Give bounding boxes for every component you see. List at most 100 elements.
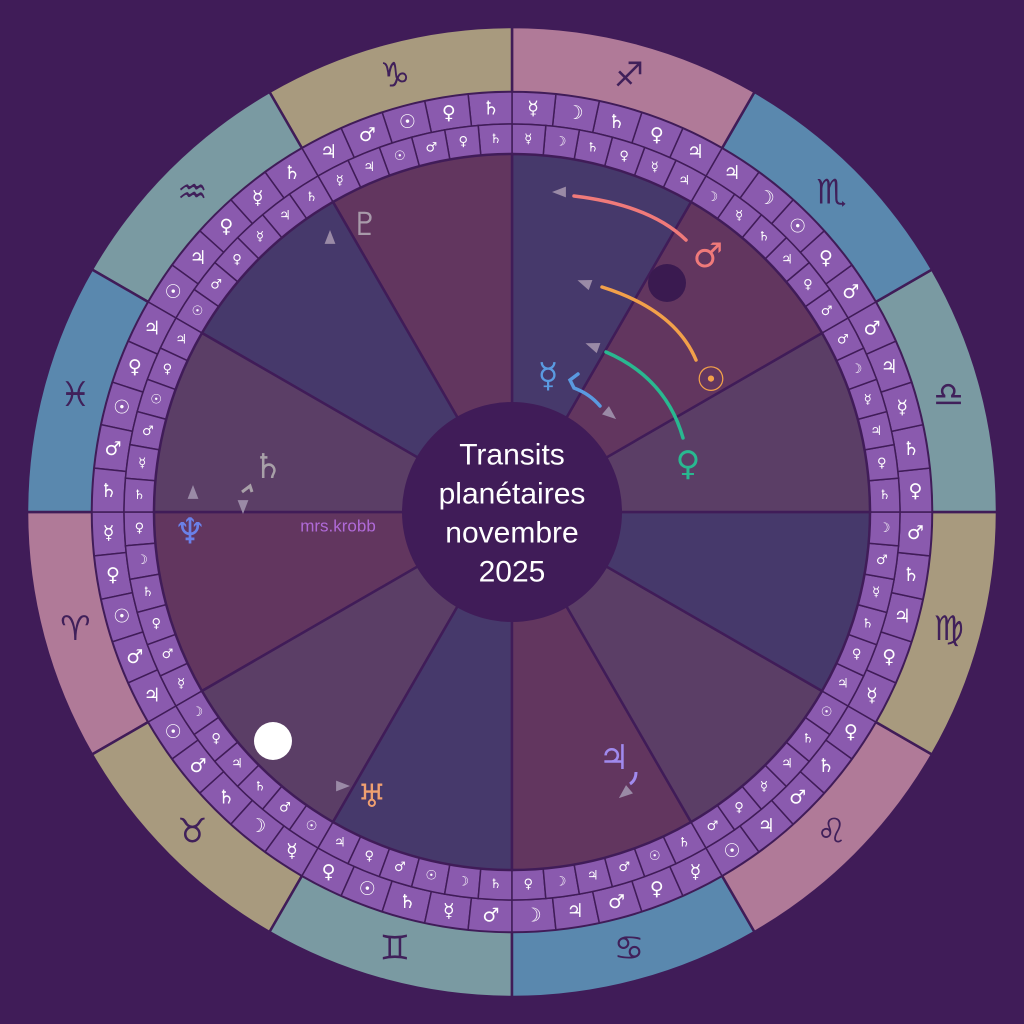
- planet-icon: ♂: [142, 424, 154, 439]
- zodiac-sign-ring: ♈♉♊♋♌♍♎♏♐♑♒♓: [25, 25, 999, 999]
- planet-icon: ♄: [490, 877, 502, 892]
- planet-icon: ♀: [151, 617, 161, 632]
- planet-icon: ♀: [882, 646, 896, 668]
- planet-icon: ♀: [852, 647, 862, 662]
- center-disc: Transits planétaires novembre 2025: [402, 402, 622, 622]
- saturn-transit-arc: [241, 483, 254, 494]
- planet-icon: ♄: [903, 438, 920, 460]
- jupiter-icon: ♃: [599, 738, 629, 778]
- planet-icon: ♄: [587, 140, 599, 155]
- planet-icon: ♃: [279, 209, 291, 224]
- title-line-2: planétaires: [439, 478, 586, 511]
- new-moon-icon: [648, 264, 686, 302]
- planet-icon: ☿: [872, 585, 880, 600]
- planet-icon: ♀: [619, 149, 629, 164]
- planet-icon: ☿: [896, 396, 908, 418]
- planet-icon: ☉: [821, 705, 833, 720]
- planet-icon: ♂: [425, 140, 437, 155]
- planet-icon: ♃: [758, 815, 775, 837]
- planet-icon: ☿: [336, 174, 344, 189]
- planet-icon: ☉: [306, 819, 318, 834]
- planet-icon: ☿: [760, 780, 768, 795]
- planet-icon: ♀: [219, 215, 233, 237]
- planet-icon: ♂: [707, 819, 719, 834]
- zodiac-sign-icon: ♑: [380, 55, 410, 95]
- zodiac-sign-icon: ♓: [60, 375, 90, 415]
- planet-icon: ♄: [758, 229, 770, 244]
- planet-icon: ♄: [142, 585, 154, 600]
- sun-transit-arc: [600, 285, 698, 362]
- planet-icon: ♄: [306, 190, 318, 205]
- uranus-icon: ♅: [358, 777, 387, 815]
- planet-icon: ☉: [113, 396, 130, 418]
- planet-icon: ♀: [819, 247, 833, 269]
- planet-icon: ♂: [359, 124, 376, 146]
- planet-icon: ♀: [524, 877, 534, 892]
- planet-icon: ☽: [525, 904, 542, 926]
- arrow-head: [324, 230, 336, 244]
- planet-icon: ♃: [781, 756, 793, 771]
- pluto-icon: ♇: [351, 205, 380, 243]
- planet-icon: ☉: [165, 721, 182, 743]
- planet-icon: ♃: [687, 141, 704, 163]
- planet-icon: ♂: [907, 522, 924, 544]
- planet-icon: ♀: [844, 721, 858, 743]
- planet-icon: ♀: [803, 277, 813, 292]
- zodiac-sign-icon: ♍: [933, 609, 963, 649]
- full-moon-icon: [254, 722, 292, 760]
- planet-icon: ♀: [442, 102, 456, 124]
- planet-icon: ♂: [126, 646, 143, 668]
- zodiac-sign-icon: ♏: [816, 172, 846, 212]
- zodiac-sign-icon: ♈: [60, 609, 90, 649]
- planet-icon: ♀: [650, 878, 664, 900]
- planet-icon: ♄: [100, 480, 117, 502]
- planet-icon: ♂: [876, 553, 888, 568]
- arrow-head: [618, 785, 633, 799]
- planet-icon: ♂: [210, 277, 222, 292]
- planet-icon: ☿: [524, 132, 532, 147]
- planet-icon: ♃: [175, 332, 187, 347]
- planet-icon: ☉: [399, 111, 416, 133]
- planet-icon: ♃: [724, 162, 741, 184]
- planet-icon: ♀: [459, 135, 469, 150]
- planet-icon: ♀: [232, 253, 242, 268]
- planet-icon: ♀: [322, 861, 336, 883]
- planet-icon: ☉: [724, 840, 741, 862]
- planet-icon: ♀: [364, 849, 374, 864]
- planet-icon: ☽: [555, 135, 567, 150]
- planet-icon: ♃: [363, 160, 375, 175]
- planet-icon: ♄: [254, 780, 266, 795]
- planet-icon: ☽: [555, 874, 567, 889]
- planet-icon: ♄: [608, 111, 625, 133]
- zodiac-sign-icon: ♌: [816, 812, 846, 852]
- jupiter-transit-arc: [629, 771, 638, 786]
- planet-icon: ☉: [425, 869, 437, 884]
- planet-icon: ♄: [218, 787, 235, 809]
- sun-icon: ☉: [696, 360, 726, 400]
- title-line-4: 2025: [479, 556, 546, 589]
- planet-icon: ♂: [394, 860, 406, 875]
- planet-icon: ♄: [134, 488, 146, 503]
- planet-icon: ♄: [490, 132, 502, 147]
- arrow-head: [602, 406, 617, 420]
- planet-icon: ☉: [789, 215, 806, 237]
- planet-icon: ☉: [192, 304, 204, 319]
- planet-icon: ☽: [192, 705, 204, 720]
- planet-icon: ♃: [587, 869, 599, 884]
- planet-icon: ♂: [190, 755, 207, 777]
- planet-icon: ☿: [252, 187, 264, 209]
- center-circle: [402, 402, 622, 622]
- planet-icon: ☽: [851, 362, 863, 377]
- planet-icon: ♀: [163, 362, 173, 377]
- planet-icon: ☿: [866, 684, 878, 706]
- planet-icon: ☿: [651, 160, 659, 175]
- planet-icon: ☿: [256, 229, 264, 244]
- planet-icon: ♄: [482, 98, 499, 120]
- title-line-1: Transits: [459, 439, 565, 472]
- planet-icon: ☉: [359, 878, 376, 900]
- planet-icon: ♄: [802, 732, 814, 747]
- zodiac-sign-icon: ♎: [933, 375, 963, 415]
- planet-icon: ♃: [334, 835, 346, 850]
- planet-icon: ♂: [863, 318, 880, 340]
- mercury-transit-arc: [567, 372, 602, 408]
